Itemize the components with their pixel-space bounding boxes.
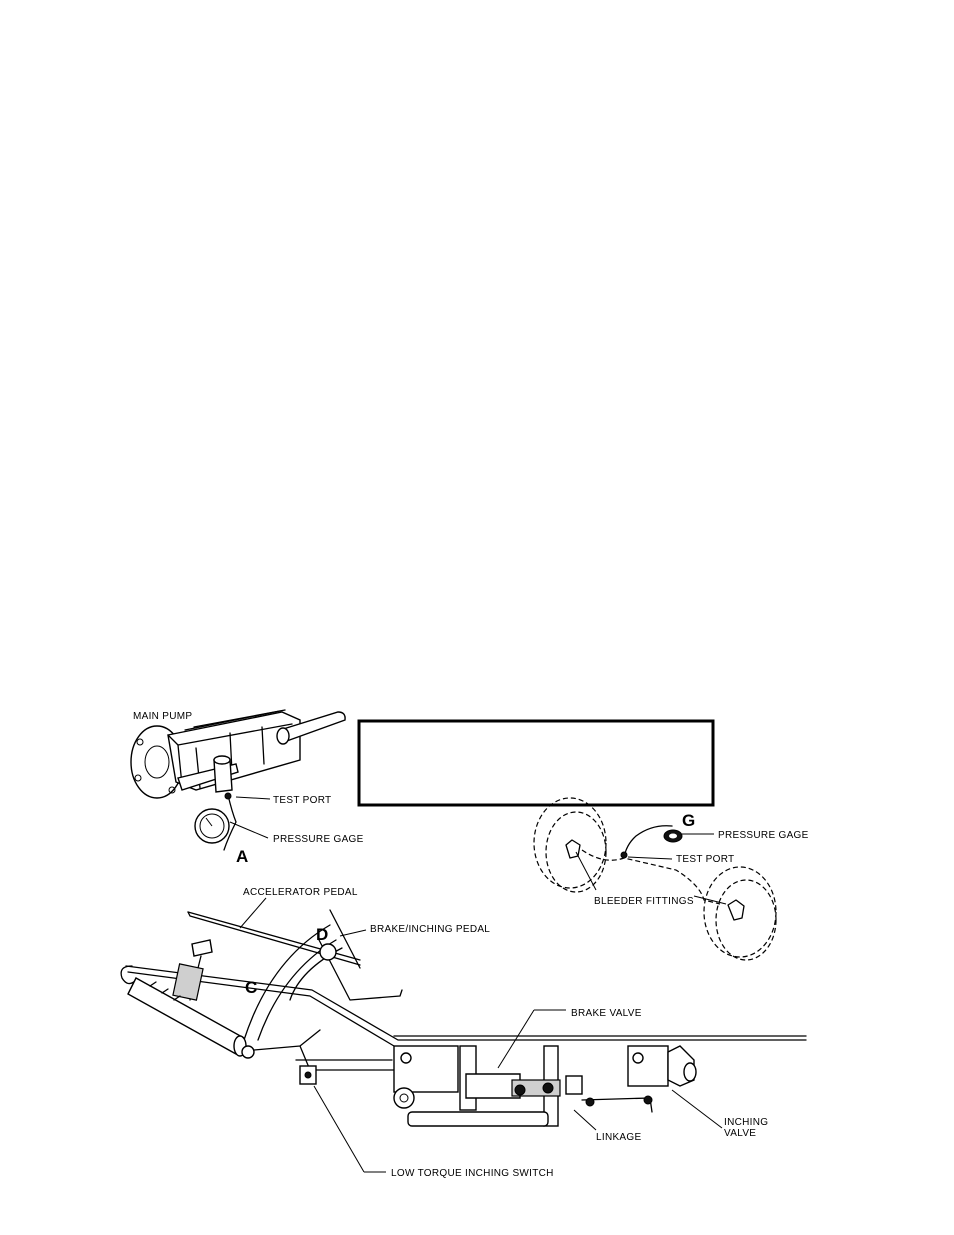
pressure-gage-a-label: PRESSURE GAGE xyxy=(273,834,364,845)
linkage-label: LINKAGE xyxy=(596,1132,641,1143)
inching-valve-label-line1: INCHING xyxy=(724,1117,768,1128)
callout-g: G xyxy=(682,811,695,830)
brake-wheels-illustration xyxy=(533,797,777,961)
callout-c: C xyxy=(245,978,257,997)
callout-d: D xyxy=(316,925,328,944)
test-port-a-label: TEST PORT xyxy=(273,795,331,806)
brake-valve-label: BRAKE VALVE xyxy=(571,1008,642,1019)
main-pump-illustration xyxy=(130,709,346,851)
bleeder-fittings-label: BLEEDER FITTINGS xyxy=(594,896,694,907)
pressure-gage-g-label: PRESSURE GAGE xyxy=(718,830,809,841)
pressure-gage-a xyxy=(194,808,230,844)
blank-note-box xyxy=(357,719,715,807)
brake-inching-pedal-label: BRAKE/INCHING PEDAL xyxy=(370,924,490,935)
pedal-assembly xyxy=(120,909,807,1127)
accelerator-pedal-label: ACCELERATOR PEDAL xyxy=(243,887,358,898)
low-torque-inching-switch-label: LOW TORQUE INCHING SWITCH xyxy=(391,1168,554,1179)
inching-valve-label-line2: VALVE xyxy=(724,1128,756,1139)
main-pump-label: MAIN PUMP xyxy=(133,711,192,722)
pressure-gage-g xyxy=(663,829,683,843)
callout-a: A xyxy=(236,847,248,866)
test-port-g-label: TEST PORT xyxy=(676,854,734,865)
